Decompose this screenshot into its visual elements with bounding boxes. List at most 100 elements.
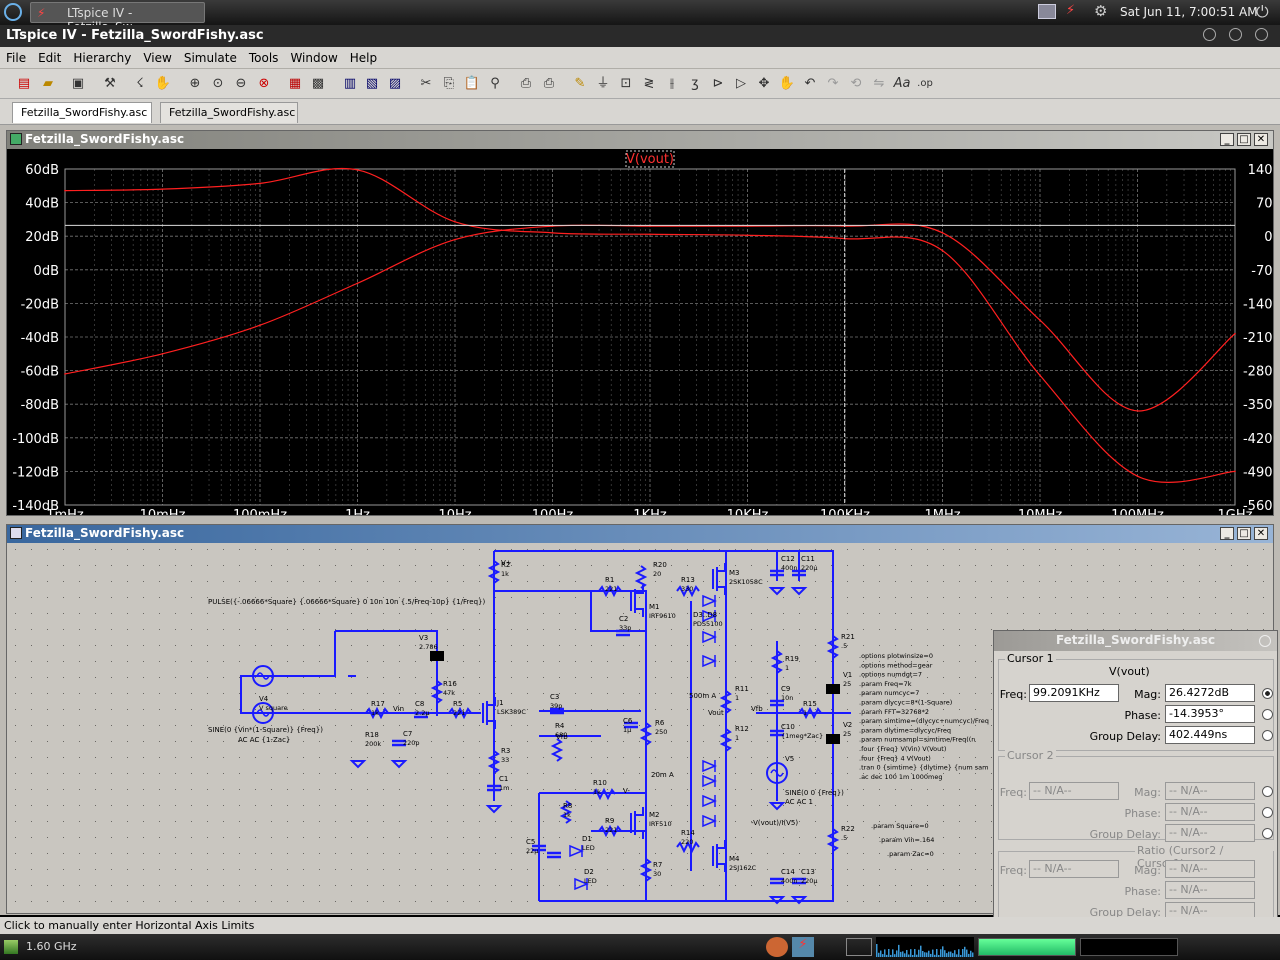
tab-schematic[interactable]: Fetzilla_SwordFishy.asc — [160, 102, 298, 123]
component-icon[interactable]: ▷ — [736, 76, 746, 91]
tile-horizontal-icon[interactable]: ▥ — [343, 76, 357, 91]
grid-dot — [655, 693, 656, 694]
grid-dot — [271, 693, 272, 694]
plot-restore-button[interactable]: □ — [1237, 133, 1251, 146]
copy-icon[interactable]: ⎘ — [443, 76, 455, 91]
zoom-in-icon[interactable]: ⊕ — [189, 76, 201, 91]
label-net-icon[interactable]: ⊡ — [620, 76, 632, 91]
schematic-close-button[interactable]: ✕ — [1254, 527, 1268, 540]
zoom-pan-icon[interactable]: ⊙ — [212, 76, 224, 91]
minimize-button[interactable] — [1203, 28, 1216, 41]
grid-dot — [719, 853, 720, 854]
cursor1-gd-field[interactable]: 402.449ns — [1165, 726, 1255, 744]
paste-icon[interactable]: 📋 — [463, 76, 481, 91]
bode-plot[interactable]: 1mHz10mHz100mHz1Hz10Hz100Hz1KHz10KHz100K… — [7, 149, 1273, 515]
zoom-fit-icon[interactable]: ⊗ — [258, 76, 270, 91]
open-icon[interactable]: ▰ — [43, 76, 53, 91]
spice-directive-icon[interactable]: .op — [917, 78, 933, 89]
workspace-switcher[interactable] — [846, 938, 872, 956]
grid-dot — [639, 645, 640, 646]
grid-dot — [543, 645, 544, 646]
taskbar-window-button[interactable]: ⚡ LTspice IV - Fetzilla_Sw... — [30, 2, 205, 34]
inductor-icon[interactable]: ʒ — [691, 76, 699, 91]
schematic-restore-button[interactable]: □ — [1237, 527, 1251, 540]
menu-window[interactable]: Window — [290, 51, 338, 65]
redo-icon[interactable]: ↷ — [827, 76, 839, 91]
monitor-icon[interactable] — [1038, 4, 1056, 19]
grid-dot — [447, 869, 448, 870]
wire-icon[interactable]: ✎ — [574, 76, 586, 91]
menu-help[interactable]: Help — [349, 51, 378, 65]
cursor1-phase-field[interactable]: -14.3953° — [1165, 705, 1255, 723]
undo-icon[interactable]: ↶ — [804, 76, 816, 91]
find-icon[interactable]: ⚲ — [490, 76, 500, 91]
tab-plot[interactable]: Fetzilla_SwordFishy.asc — [12, 102, 152, 123]
ltspice-tray-icon[interactable]: ⚡ — [1066, 3, 1076, 18]
print-setup-icon[interactable]: ⎙ — [520, 76, 532, 91]
cut-icon[interactable]: ✂ — [420, 76, 432, 91]
resistor-icon[interactable]: ≷ — [643, 76, 655, 91]
cursor1-mag-field[interactable]: 26.4272dB — [1165, 684, 1255, 702]
diode-icon[interactable]: ⊳ — [712, 76, 724, 91]
cursor1-gd-radio[interactable] — [1262, 730, 1273, 741]
control-panel-icon[interactable]: ⚒ — [104, 76, 116, 91]
plot-close-button[interactable]: ✕ — [1254, 133, 1268, 146]
rotate-icon[interactable]: ⟲ — [850, 76, 862, 91]
print-icon[interactable]: ⎙ — [543, 76, 555, 91]
grid-icon[interactable]: ▩ — [311, 76, 325, 91]
grid-dot — [959, 805, 960, 806]
menu-simulate[interactable]: Simulate — [183, 51, 237, 65]
grid-dot — [127, 549, 128, 550]
cursor1-phase-radio[interactable] — [1262, 709, 1273, 720]
cursor-panel-title[interactable]: Fetzilla_SwordFishy.asc — [994, 631, 1277, 651]
mirror-icon[interactable]: ⇋ — [873, 76, 885, 91]
ground-icon[interactable]: ⏚ — [596, 76, 610, 91]
cursor2-gd-radio[interactable] — [1262, 828, 1273, 839]
cursor1-freq-field[interactable]: 99.2091KHz — [1029, 684, 1119, 702]
move-icon[interactable]: ✥ — [758, 76, 770, 91]
menu-hierarchy[interactable]: Hierarchy — [73, 51, 132, 65]
plot-minimize-button[interactable]: _ — [1220, 133, 1234, 146]
grid-dot — [975, 613, 976, 614]
app-title-bar: LTspice IV - Fetzilla_SwordFishy.asc — [0, 25, 1280, 47]
save-icon[interactable]: ▣ — [71, 76, 85, 91]
autorange-icon[interactable]: ▦ — [288, 76, 302, 91]
menu-tools[interactable]: Tools — [248, 51, 279, 65]
grid-dot — [1087, 581, 1088, 582]
clock[interactable]: Sat Jun 11, 7:00:51 AM — [1120, 5, 1258, 19]
grid-dot — [527, 789, 528, 790]
cursor-panel-close-button[interactable] — [1259, 635, 1271, 647]
plot-window-titlebar[interactable]: Fetzilla_SwordFishy.asc _ □ ✕ — [7, 131, 1273, 149]
drag-icon[interactable]: ✋ — [778, 76, 796, 91]
zoom-out-icon[interactable]: ⊖ — [235, 76, 247, 91]
power-icon[interactable]: ⏻ — [1256, 2, 1269, 21]
menu-file[interactable]: File — [6, 51, 27, 65]
capacitor-icon[interactable]: ⫲ — [669, 76, 675, 91]
cursor2-mag-radio[interactable] — [1262, 786, 1273, 797]
grid-dot — [527, 885, 528, 886]
halt-icon[interactable]: ✋ — [154, 76, 172, 91]
ltspice-taskbar-icon[interactable]: ⚡ — [792, 937, 814, 957]
schematic-window-titlebar[interactable]: Fetzilla_SwordFishy.asc _ □ ✕ — [7, 525, 1273, 543]
grid-dot — [831, 757, 832, 758]
menu-view[interactable]: View — [143, 51, 172, 65]
grid-dot — [671, 837, 672, 838]
text-icon[interactable]: Aa — [893, 76, 911, 91]
cursor1-mag-radio[interactable] — [1262, 688, 1273, 699]
new-schematic-icon[interactable]: ▤ — [17, 76, 31, 91]
grid-dot — [143, 805, 144, 806]
tile-vertical-icon[interactable]: ▨ — [388, 76, 402, 91]
menu-edit[interactable]: Edit — [38, 51, 62, 65]
distro-logo-icon[interactable] — [4, 3, 22, 21]
network-icon[interactable]: ⚙ — [1094, 2, 1108, 20]
phase-point — [551, 232, 554, 234]
run-icon[interactable]: ☇ — [136, 76, 144, 91]
firefox-icon[interactable] — [766, 937, 788, 957]
grid-dot — [415, 901, 416, 902]
schematic-minimize-button[interactable]: _ — [1220, 527, 1234, 540]
maximize-button[interactable] — [1229, 28, 1242, 41]
x-tick-label: 10mHz — [140, 508, 186, 515]
cursor2-phase-radio[interactable] — [1262, 807, 1273, 818]
cascade-icon[interactable]: ▧ — [365, 76, 379, 91]
close-button[interactable] — [1255, 28, 1268, 41]
